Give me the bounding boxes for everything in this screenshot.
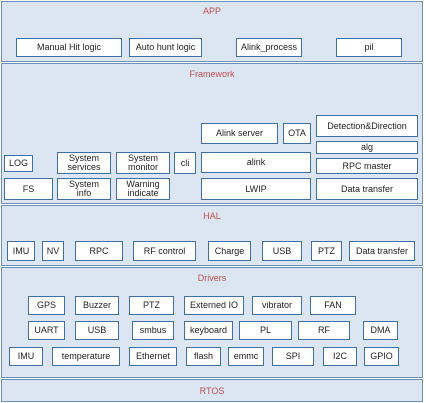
- warning-indicate-line2: indicate: [127, 188, 159, 198]
- alink-process-box: Alink_process: [236, 38, 302, 57]
- rpc-master-box: RPC master: [316, 158, 418, 174]
- driver-buzzer-box: Buzzer: [75, 296, 119, 315]
- driver-i2c-box: I2C: [323, 347, 357, 366]
- hal-rpc-box: RPC: [75, 241, 123, 261]
- cli-box: cli: [174, 152, 196, 174]
- auto-hunt-logic-box: Auto hunt logic: [129, 38, 202, 57]
- driver-imu-box: IMU: [9, 347, 43, 366]
- driver-dma-box: DMA: [363, 321, 398, 340]
- system-services-line1: System: [68, 153, 99, 163]
- driver-fan-box: FAN: [310, 296, 356, 315]
- driver-gpio-box: GPIO: [364, 347, 399, 366]
- driver-emmc-box: emmc: [228, 347, 264, 366]
- hal-rf-control-box: RF control: [133, 241, 196, 261]
- alg-box: alg: [316, 141, 418, 154]
- alink-server-box: Alink server: [201, 123, 278, 144]
- hal-ptz-box: PTZ: [311, 241, 342, 261]
- hal-layer: HAL IMU NV RPC RF control Charge USB PTZ…: [1, 205, 423, 266]
- drivers-layer-title: Drivers: [197, 273, 227, 283]
- driver-temperature-box: temperature: [52, 347, 120, 366]
- manual-hit-logic-box: Manual Hit logic: [16, 38, 122, 57]
- detection-direction-box: Detection&Direction: [316, 115, 418, 137]
- alink-box: alink: [201, 152, 311, 173]
- driver-vibrator-box: vibrator: [252, 296, 302, 315]
- driver-flash-box: flash: [186, 347, 221, 366]
- driver-keyboard-box: keyboard: [184, 321, 233, 340]
- system-info-line1: System: [68, 179, 99, 189]
- app-layer-title: APP: [202, 6, 221, 16]
- hal-usb-box: USB: [262, 241, 302, 261]
- driver-pl-box: PL: [239, 321, 292, 340]
- system-services-line2: services: [67, 162, 101, 172]
- rtos-layer: RTOS: [1, 379, 423, 402]
- driver-uart-box: UART: [28, 321, 65, 340]
- fs-box: FS: [4, 178, 53, 200]
- driver-smbus-box: smbus: [132, 321, 174, 340]
- system-monitor-line1: System: [127, 153, 158, 163]
- lwip-box: LWIP: [201, 178, 311, 200]
- driver-spi-box: SPI: [272, 347, 314, 366]
- rtos-layer-title: RTOS: [199, 386, 225, 396]
- driver-ptz-box: PTZ: [129, 296, 174, 315]
- data-transfer-box: Data transfer: [316, 178, 418, 200]
- log-box: LOG: [4, 155, 33, 172]
- driver-rf-box: RF: [298, 321, 350, 340]
- hal-nv-box: NV: [42, 241, 64, 261]
- hal-imu-box: IMU: [7, 241, 35, 261]
- driver-ethernet-box: Ethernet: [129, 347, 177, 366]
- app-layer: APP Manual Hit logic Auto hunt logic Ali…: [1, 1, 423, 62]
- ota-box: OTA: [283, 123, 311, 144]
- driver-externed-io-box: Externed IO: [184, 296, 244, 315]
- driver-gps-box: GPS: [28, 296, 65, 315]
- hal-data-transfer-box: Data transfer: [349, 241, 415, 261]
- system-info-line2: info: [76, 188, 92, 198]
- warning-indicate-line1: Warning: [126, 179, 160, 189]
- driver-usb-box: USB: [75, 321, 119, 340]
- system-monitor-line2: monitor: [127, 162, 158, 172]
- framework-layer-title: Framework: [189, 69, 235, 79]
- drivers-layer: Drivers GPS Buzzer PTZ Externed IO vibra…: [1, 267, 423, 378]
- hal-charge-box: Charge: [208, 241, 251, 261]
- pil-box: pil: [336, 38, 402, 57]
- hal-layer-title: HAL: [203, 211, 221, 221]
